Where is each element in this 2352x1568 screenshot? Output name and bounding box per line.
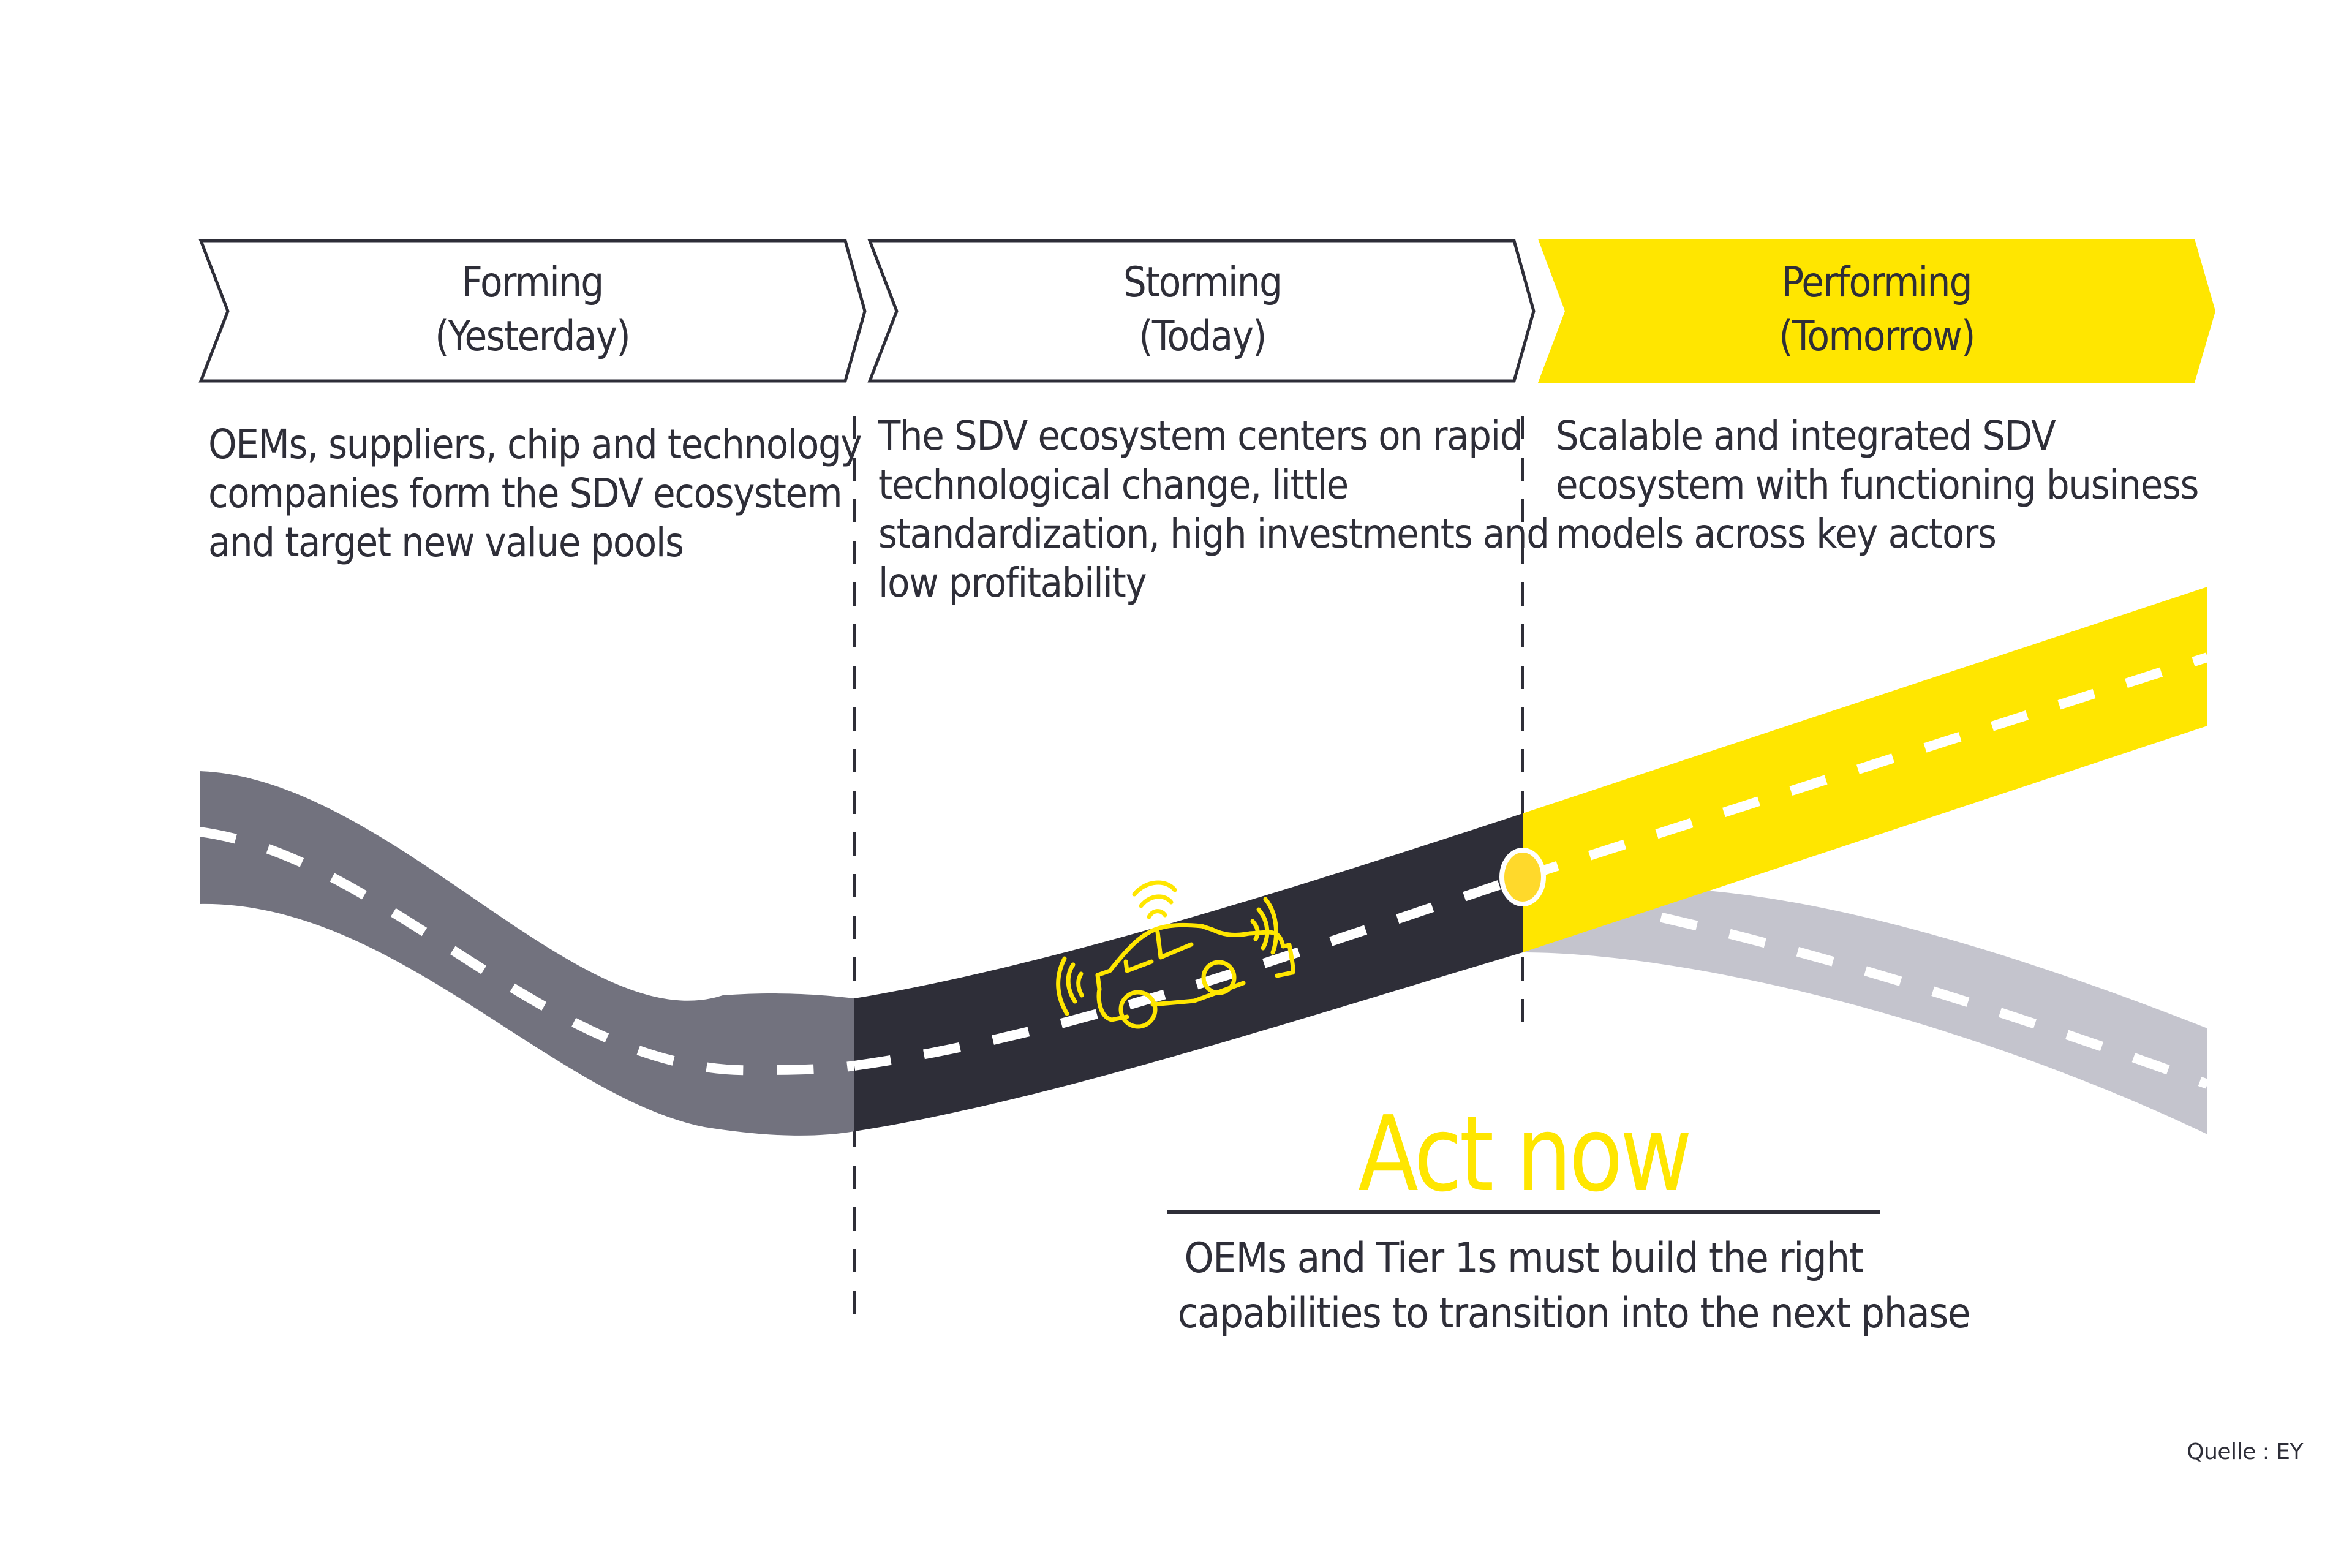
- act-now-text: OEMs and Tier 1s must build the right ca…: [1177, 1231, 1971, 1341]
- chevron-performing: [1538, 239, 2215, 383]
- connected-car-icon: [1056, 880, 1295, 1029]
- description-line: OEMs, suppliers, chip and technology: [208, 421, 862, 468]
- phase-storming-description: The SDV ecosystem centers on rapid techn…: [878, 412, 1550, 608]
- description-line: technological change, little: [878, 461, 1349, 508]
- junction-marker: [1499, 848, 1546, 907]
- description-line: The SDV ecosystem centers on rapid: [878, 412, 1523, 459]
- road-today: [854, 813, 1523, 1131]
- phase-performing-description: Scalable and integrated SDV ecosystem wi…: [1556, 412, 2199, 559]
- phase-storming-title-block: Storming (Today): [910, 256, 1495, 364]
- description-line: and target new value pools: [208, 519, 684, 566]
- phase-forming-subtitle: (Yesterday): [435, 312, 631, 361]
- phase-storming-subtitle: (Today): [1139, 312, 1267, 361]
- road-tomorrow-lane-marking: [1521, 652, 2209, 882]
- chevron-forming: [198, 239, 867, 383]
- description-line: companies form the SDV ecosystem: [208, 470, 843, 517]
- source-note: Quelle : EY: [2187, 1439, 2303, 1464]
- phase-performing-title-block: Performing (Tomorrow): [1578, 256, 2174, 364]
- description-line: low profitability: [878, 559, 1147, 606]
- chevron-storming: [867, 239, 1536, 383]
- description-line: models across key actors: [1556, 510, 1997, 557]
- act-now-divider: [1167, 1210, 1880, 1214]
- phase-forming-title: Forming: [461, 258, 605, 307]
- phase-forming-title-block: Forming (Yesterday): [239, 256, 825, 364]
- callout-line: OEMs and Tier 1s must build the right: [1184, 1234, 1863, 1283]
- description-line: ecosystem with functioning business: [1556, 461, 2199, 508]
- phase-performing-title: Performing: [1782, 258, 1973, 307]
- road-yesterday-lane-marking: [198, 827, 856, 1076]
- callout-line: capabilities to transition into the next…: [1177, 1289, 1971, 1338]
- phase-forming-description: OEMs, suppliers, chip and technology com…: [208, 420, 862, 567]
- act-now-headline: Act now: [1358, 1094, 1692, 1215]
- road-today-lane-marking: [853, 872, 1525, 1071]
- road-decline-branch: [1523, 888, 2207, 1134]
- description-line: standardization, high investments and: [878, 510, 1550, 557]
- road-yesterday: [200, 771, 854, 1136]
- description-line: Scalable and integrated SDV: [1556, 412, 2056, 459]
- phase-performing-subtitle: (Tomorrow): [1779, 312, 1975, 361]
- phase-storming-title: Storming: [1123, 258, 1283, 307]
